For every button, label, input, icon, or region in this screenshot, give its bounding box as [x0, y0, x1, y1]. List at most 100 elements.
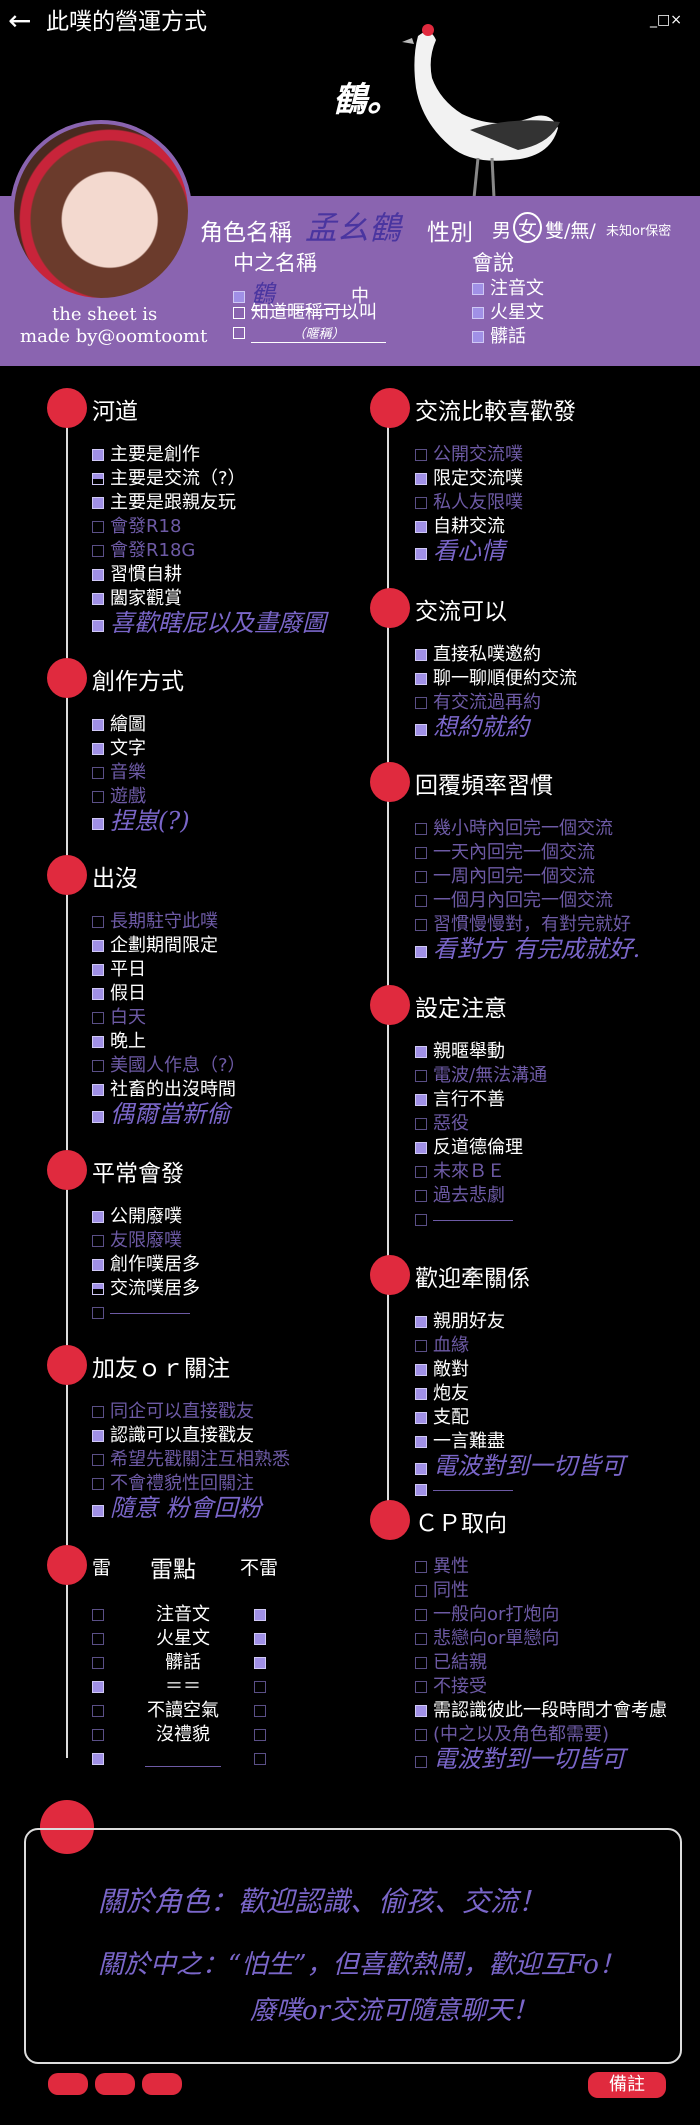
- checkbox-icon[interactable]: [92, 791, 104, 803]
- checkbox-icon[interactable]: [415, 871, 427, 883]
- checkbox-icon[interactable]: [92, 545, 104, 557]
- checkbox-icon[interactable]: [92, 569, 104, 581]
- checkbox-icon[interactable]: [415, 1729, 427, 1741]
- checkbox-icon[interactable]: [92, 743, 104, 755]
- checkbox-icon[interactable]: [415, 1046, 427, 1058]
- checkbox-icon[interactable]: [415, 1364, 427, 1376]
- list-item[interactable]: 有交流過再約: [415, 692, 541, 714]
- checkbox-icon[interactable]: [92, 1753, 104, 1765]
- checkbox-icon[interactable]: [92, 1505, 104, 1517]
- list-item[interactable]: 未來ＢＥ: [415, 1161, 505, 1183]
- list-item[interactable]: 自耕交流: [415, 516, 505, 538]
- checkbox-icon[interactable]: [254, 1657, 266, 1669]
- list-item[interactable]: 同企可以直接戳友: [92, 1401, 254, 1423]
- checkbox-icon[interactable]: [92, 449, 104, 461]
- list-item[interactable]: 晚上: [92, 1031, 146, 1053]
- checkbox-icon[interactable]: [415, 1340, 427, 1352]
- checkbox-icon[interactable]: [254, 1705, 266, 1717]
- list-item[interactable]: 一言難盡: [415, 1431, 505, 1453]
- list-item[interactable]: 平日: [92, 959, 146, 981]
- checkbox-icon[interactable]: [92, 1084, 104, 1096]
- checkbox-icon[interactable]: [92, 1681, 104, 1693]
- checkbox-icon[interactable]: [92, 1036, 104, 1048]
- list-item[interactable]: 習慣慢慢對，有對完就好: [415, 914, 631, 936]
- list-item[interactable]: 親朋好友: [415, 1311, 505, 1333]
- list-item[interactable]: 美國人作息（?）: [92, 1055, 246, 1077]
- checkbox-icon[interactable]: [415, 724, 427, 736]
- list-item[interactable]: 一個月內回完一個交流: [415, 890, 613, 912]
- checkbox-icon[interactable]: [92, 1454, 104, 1466]
- back-arrow-icon[interactable]: ←: [8, 4, 32, 37]
- checkbox-icon[interactable]: [92, 1111, 104, 1123]
- list-item[interactable]: 親暱舉動: [415, 1041, 505, 1063]
- list-item[interactable]: 會發R18: [92, 516, 181, 538]
- checkbox-icon[interactable]: [415, 473, 427, 485]
- checkbox-icon[interactable]: [472, 307, 484, 319]
- list-item[interactable]: 一般向or打炮向: [415, 1604, 559, 1626]
- list-item[interactable]: 白天: [92, 1007, 146, 1029]
- list-item[interactable]: 文字: [92, 738, 146, 760]
- list-item[interactable]: [92, 1302, 190, 1324]
- checkbox-icon[interactable]: [254, 1729, 266, 1741]
- checkbox-icon[interactable]: [415, 1388, 427, 1400]
- checkbox-icon[interactable]: [472, 331, 484, 343]
- checkbox-icon[interactable]: [415, 1142, 427, 1154]
- checkbox-icon[interactable]: [415, 1316, 427, 1328]
- checkbox-icon[interactable]: [254, 1633, 266, 1645]
- checkbox-icon[interactable]: [415, 449, 427, 461]
- list-item[interactable]: 希望先戳關注互相熟悉: [92, 1449, 290, 1471]
- list-item[interactable]: 異性: [415, 1556, 469, 1578]
- list-item[interactable]: 反道德倫理: [415, 1137, 523, 1159]
- list-item[interactable]: 遊戲: [92, 786, 146, 808]
- footer-tab-1[interactable]: [48, 2073, 88, 2095]
- list-item[interactable]: 偶爾當新偷: [92, 1102, 230, 1128]
- list-item[interactable]: 主要是交流（?）: [92, 468, 246, 490]
- checkbox-icon[interactable]: [92, 1307, 104, 1319]
- list-item[interactable]: [415, 1479, 513, 1501]
- list-item[interactable]: 不會禮貌性回關注: [92, 1473, 254, 1495]
- checkbox-icon[interactable]: [92, 1406, 104, 1418]
- checkbox-icon[interactable]: [415, 1585, 427, 1597]
- list-item[interactable]: 看心情: [415, 539, 505, 565]
- checkbox-icon[interactable]: [415, 1561, 427, 1573]
- checkbox-icon[interactable]: [92, 964, 104, 976]
- checkbox-icon[interactable]: [92, 620, 104, 632]
- list-item[interactable]: 想約就約: [415, 715, 529, 741]
- checkbox-icon[interactable]: [254, 1681, 266, 1693]
- list-item[interactable]: 闔家觀賞: [92, 588, 182, 610]
- footer-tab-2[interactable]: [95, 2073, 135, 2095]
- checkbox-icon[interactable]: [92, 1211, 104, 1223]
- checkbox-icon[interactable]: [415, 1463, 427, 1475]
- checkbox-icon[interactable]: [415, 697, 427, 709]
- checkbox-icon[interactable]: [415, 1436, 427, 1448]
- checkbox-icon[interactable]: [415, 1756, 427, 1768]
- list-item[interactable]: (中之以及角色都需要): [415, 1724, 609, 1746]
- list-item[interactable]: 長期駐守此噗: [92, 911, 218, 933]
- checkbox-icon[interactable]: [92, 1430, 104, 1442]
- list-item[interactable]: 過去悲劇: [415, 1185, 505, 1207]
- checkbox-icon[interactable]: [92, 988, 104, 1000]
- list-item[interactable]: 限定交流噗: [415, 468, 523, 490]
- checkbox-icon[interactable]: [92, 1259, 104, 1271]
- checkbox-icon[interactable]: [92, 1283, 104, 1295]
- checkbox-icon[interactable]: [92, 1633, 104, 1645]
- checkbox-icon[interactable]: [415, 548, 427, 560]
- list-item[interactable]: 企劃期間限定: [92, 935, 218, 957]
- window-controls[interactable]: _□×: [650, 12, 682, 28]
- checkbox-icon[interactable]: [233, 307, 245, 319]
- checkbox-icon[interactable]: [415, 649, 427, 661]
- list-item[interactable]: 炮友: [415, 1383, 469, 1405]
- list-item[interactable]: 會發R18G: [92, 540, 195, 562]
- list-item[interactable]: 公開廢噗: [92, 1206, 182, 1228]
- checkbox-icon[interactable]: [415, 1166, 427, 1178]
- list-item[interactable]: 公開交流噗: [415, 444, 523, 466]
- list-item[interactable]: 認識可以直接戳友: [92, 1425, 254, 1447]
- checkbox-icon[interactable]: [415, 895, 427, 907]
- list-item[interactable]: 支配: [415, 1407, 469, 1429]
- checkbox-icon[interactable]: [415, 1484, 427, 1496]
- checkbox-icon[interactable]: [415, 673, 427, 685]
- list-item[interactable]: [415, 1209, 513, 1231]
- list-item[interactable]: 私人友限噗: [415, 492, 523, 514]
- checkbox-icon[interactable]: [92, 818, 104, 830]
- checkbox-icon[interactable]: [415, 1412, 427, 1424]
